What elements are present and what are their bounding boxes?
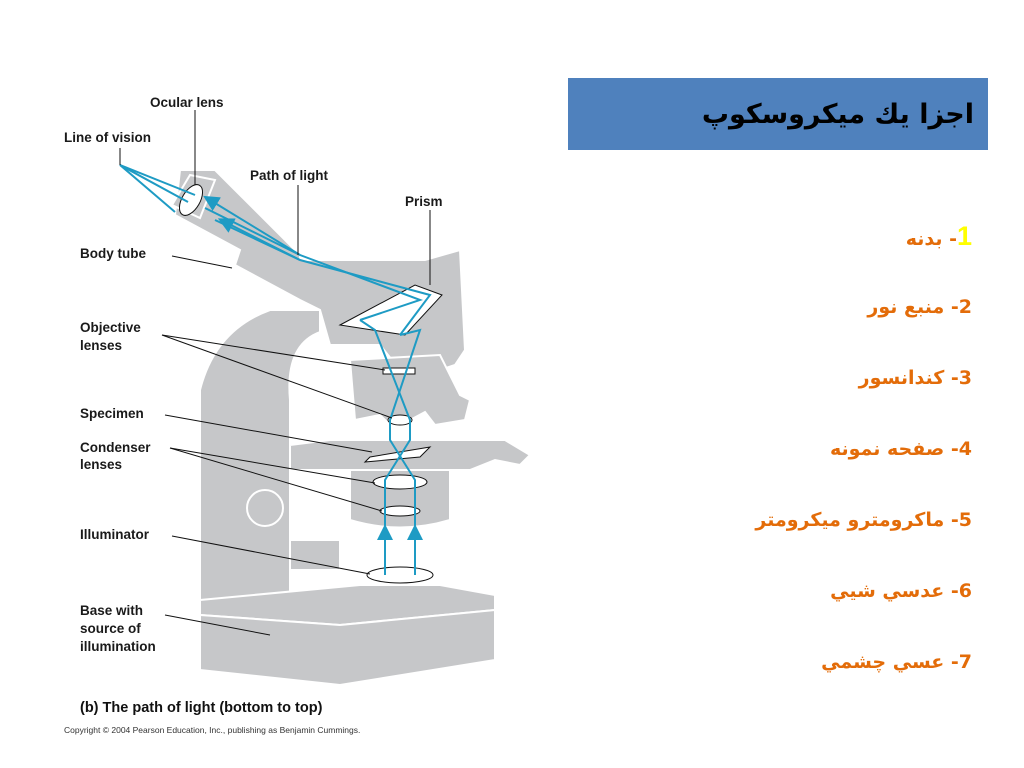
list-item: 5- ماكرومترو ميكرومتر bbox=[532, 496, 972, 567]
caption-text: The path of light (bottom to top) bbox=[99, 700, 323, 716]
item-text: - ماكرومترو ميكرومتر bbox=[755, 509, 959, 531]
item-text: - كندانسور bbox=[858, 367, 959, 389]
base-front bbox=[199, 608, 496, 687]
illuminator-lens-shape bbox=[366, 566, 434, 584]
item-number: 3 bbox=[958, 367, 972, 389]
label-path-of-light: Path of light bbox=[250, 168, 328, 183]
label-illuminator: Illuminator bbox=[80, 527, 150, 542]
objective-lower-lens-shape bbox=[387, 414, 413, 426]
specimen-slide-shape bbox=[363, 446, 432, 463]
list-item: 2- منبع نور bbox=[532, 283, 972, 354]
label-prism: Prism bbox=[405, 194, 443, 209]
item-text: - بدنه bbox=[905, 228, 957, 250]
label-condenser-1: Condenser bbox=[80, 440, 151, 455]
item-text: - عدسي شيي bbox=[830, 580, 959, 602]
label-ocular-lens: Ocular lens bbox=[150, 95, 224, 110]
item-number: 5 bbox=[958, 509, 972, 531]
microscope-diagram: Ocular lens Line of vision Path of light… bbox=[64, 95, 532, 735]
light-path bbox=[119, 164, 432, 575]
label-base-1: Base with bbox=[80, 603, 143, 618]
leader-lines bbox=[119, 110, 431, 636]
item-number: 4 bbox=[958, 438, 972, 460]
label-line-of-vision: Line of vision bbox=[64, 130, 151, 145]
list-item: 4- صفحه نمونه bbox=[532, 425, 972, 496]
list-item: 3- كندانسور bbox=[532, 354, 972, 425]
item-number: 2 bbox=[958, 296, 972, 318]
ocular-lens-shape bbox=[178, 184, 204, 216]
list-item: 1- بدنه bbox=[532, 212, 972, 283]
list-item: 7- عسي چشمي bbox=[532, 638, 972, 709]
slide-title: اجزا يك ميكروسكوپ bbox=[701, 98, 974, 130]
item-text: - صفحه نمونه bbox=[829, 438, 959, 460]
condenser-upper-lens-shape bbox=[372, 474, 428, 490]
figure-caption: (b) The path of light (bottom to top) bbox=[80, 700, 323, 716]
list-item: 6- عدسي شيي bbox=[532, 567, 972, 638]
microscope-body bbox=[170, 169, 532, 687]
label-objective-1: Objective bbox=[80, 320, 141, 335]
label-specimen: Specimen bbox=[80, 406, 144, 421]
label-base-2: source of bbox=[80, 621, 141, 636]
item-text: - منبع نور bbox=[867, 296, 959, 318]
item-text: - عسي چشمي bbox=[821, 651, 959, 673]
title-banner: اجزا يك ميكروسكوپ bbox=[568, 78, 988, 150]
parts-list: 1- بدنه 2- منبع نور 3- كندانسور 4- صفحه … bbox=[532, 212, 972, 709]
caption-bold: (b) bbox=[80, 700, 99, 716]
label-condenser-2: lenses bbox=[80, 457, 122, 472]
label-body-tube: Body tube bbox=[80, 246, 146, 261]
label-base-3: illumination bbox=[80, 639, 156, 654]
objective-upper-lens-shape bbox=[382, 367, 416, 375]
illuminator-housing bbox=[289, 539, 341, 571]
condenser-lower-lens-shape bbox=[379, 505, 421, 517]
item-number: 1 bbox=[956, 221, 972, 251]
label-objective-2: lenses bbox=[80, 338, 122, 353]
focus-knob bbox=[246, 489, 284, 527]
nosepiece bbox=[348, 353, 472, 427]
item-number: 6 bbox=[958, 580, 972, 602]
item-number: 7 bbox=[958, 651, 972, 673]
copyright-notice: Copyright © 2004 Pearson Education, Inc.… bbox=[64, 725, 360, 735]
